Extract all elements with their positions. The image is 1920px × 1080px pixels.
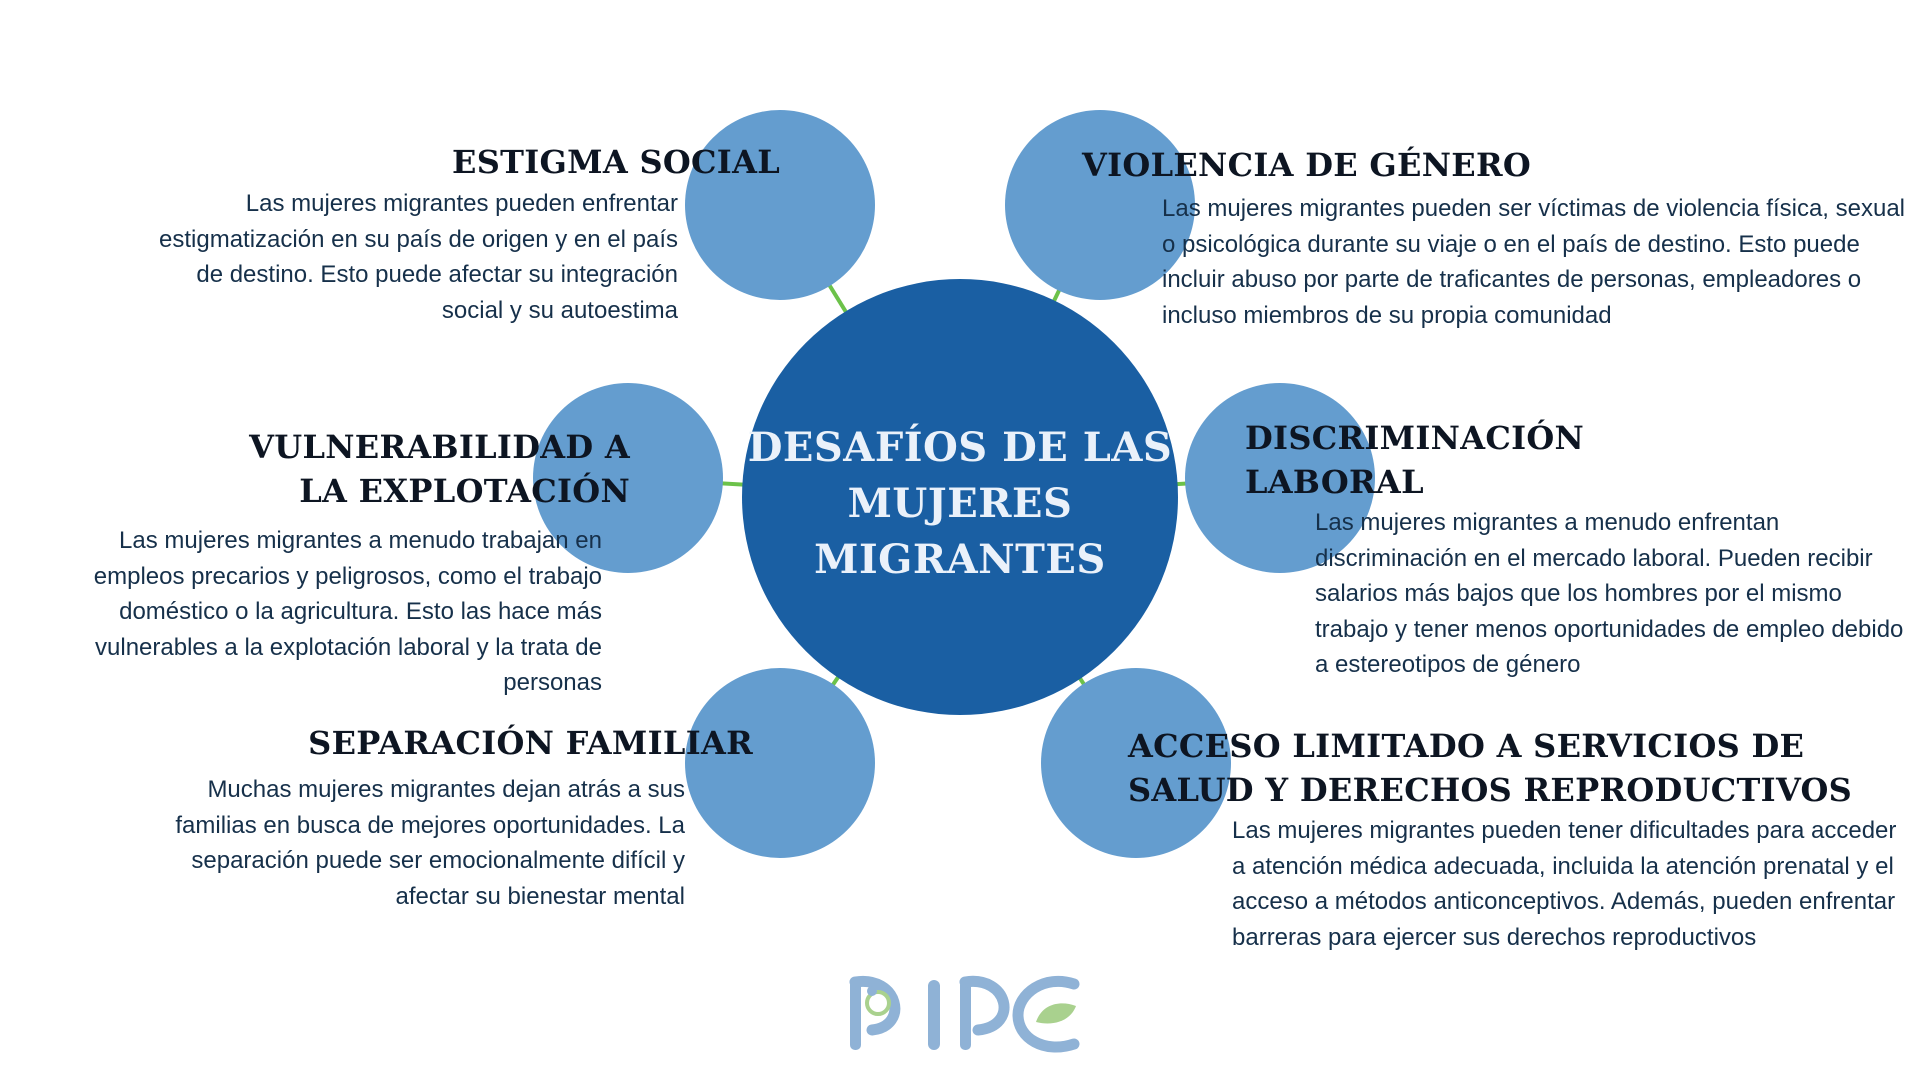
node-title-separacion: SEPARACIÓN FAMILIAR	[308, 724, 753, 762]
node-desc-vulnerabilidad: Las mujeres migrantes a menudo trabajan …	[93, 527, 602, 696]
node-desc-acceso: Las mujeres migrantes pueden tener dific…	[1232, 817, 1897, 951]
pipe-logo	[849, 975, 1080, 1053]
node-desc-discriminacion: Las mujeres migrantes a menudo enfrentan…	[1315, 509, 1904, 678]
node-circle-violencia	[1005, 110, 1195, 300]
node-circle-estigma	[685, 110, 875, 300]
node-circle-discriminacion	[1185, 383, 1375, 573]
node-circle-vulnerabilidad	[533, 383, 723, 573]
node-desc-estigma: Las mujeres migrantes pueden enfrentar e…	[159, 190, 678, 324]
node-title-violencia: VIOLENCIA DE GÉNERO	[1082, 146, 1532, 184]
node-title-vulnerabilidad: VULNERABILIDAD A LA EXPLOTACIÓN	[249, 428, 630, 510]
node-circle-separacion	[685, 668, 875, 858]
node-title-discriminacion: DISCRIMINACIÓN LABORAL	[1245, 419, 1585, 501]
node-desc-separacion: Muchas mujeres migrantes dejan atrás a s…	[175, 776, 685, 910]
center-circle	[742, 279, 1178, 715]
center-title: DESAFÍOS DE LAS MUJERES MIGRANTES	[747, 424, 1173, 583]
node-title-estigma: ESTIGMA SOCIAL	[452, 143, 780, 181]
node-circle-acceso	[1041, 668, 1231, 858]
node-desc-violencia: Las mujeres migrantes pueden ser víctima…	[1162, 195, 1906, 329]
node-title-acceso: ACCESO LIMITADO A SERVICIOS DE SALUD Y D…	[1128, 727, 1853, 809]
